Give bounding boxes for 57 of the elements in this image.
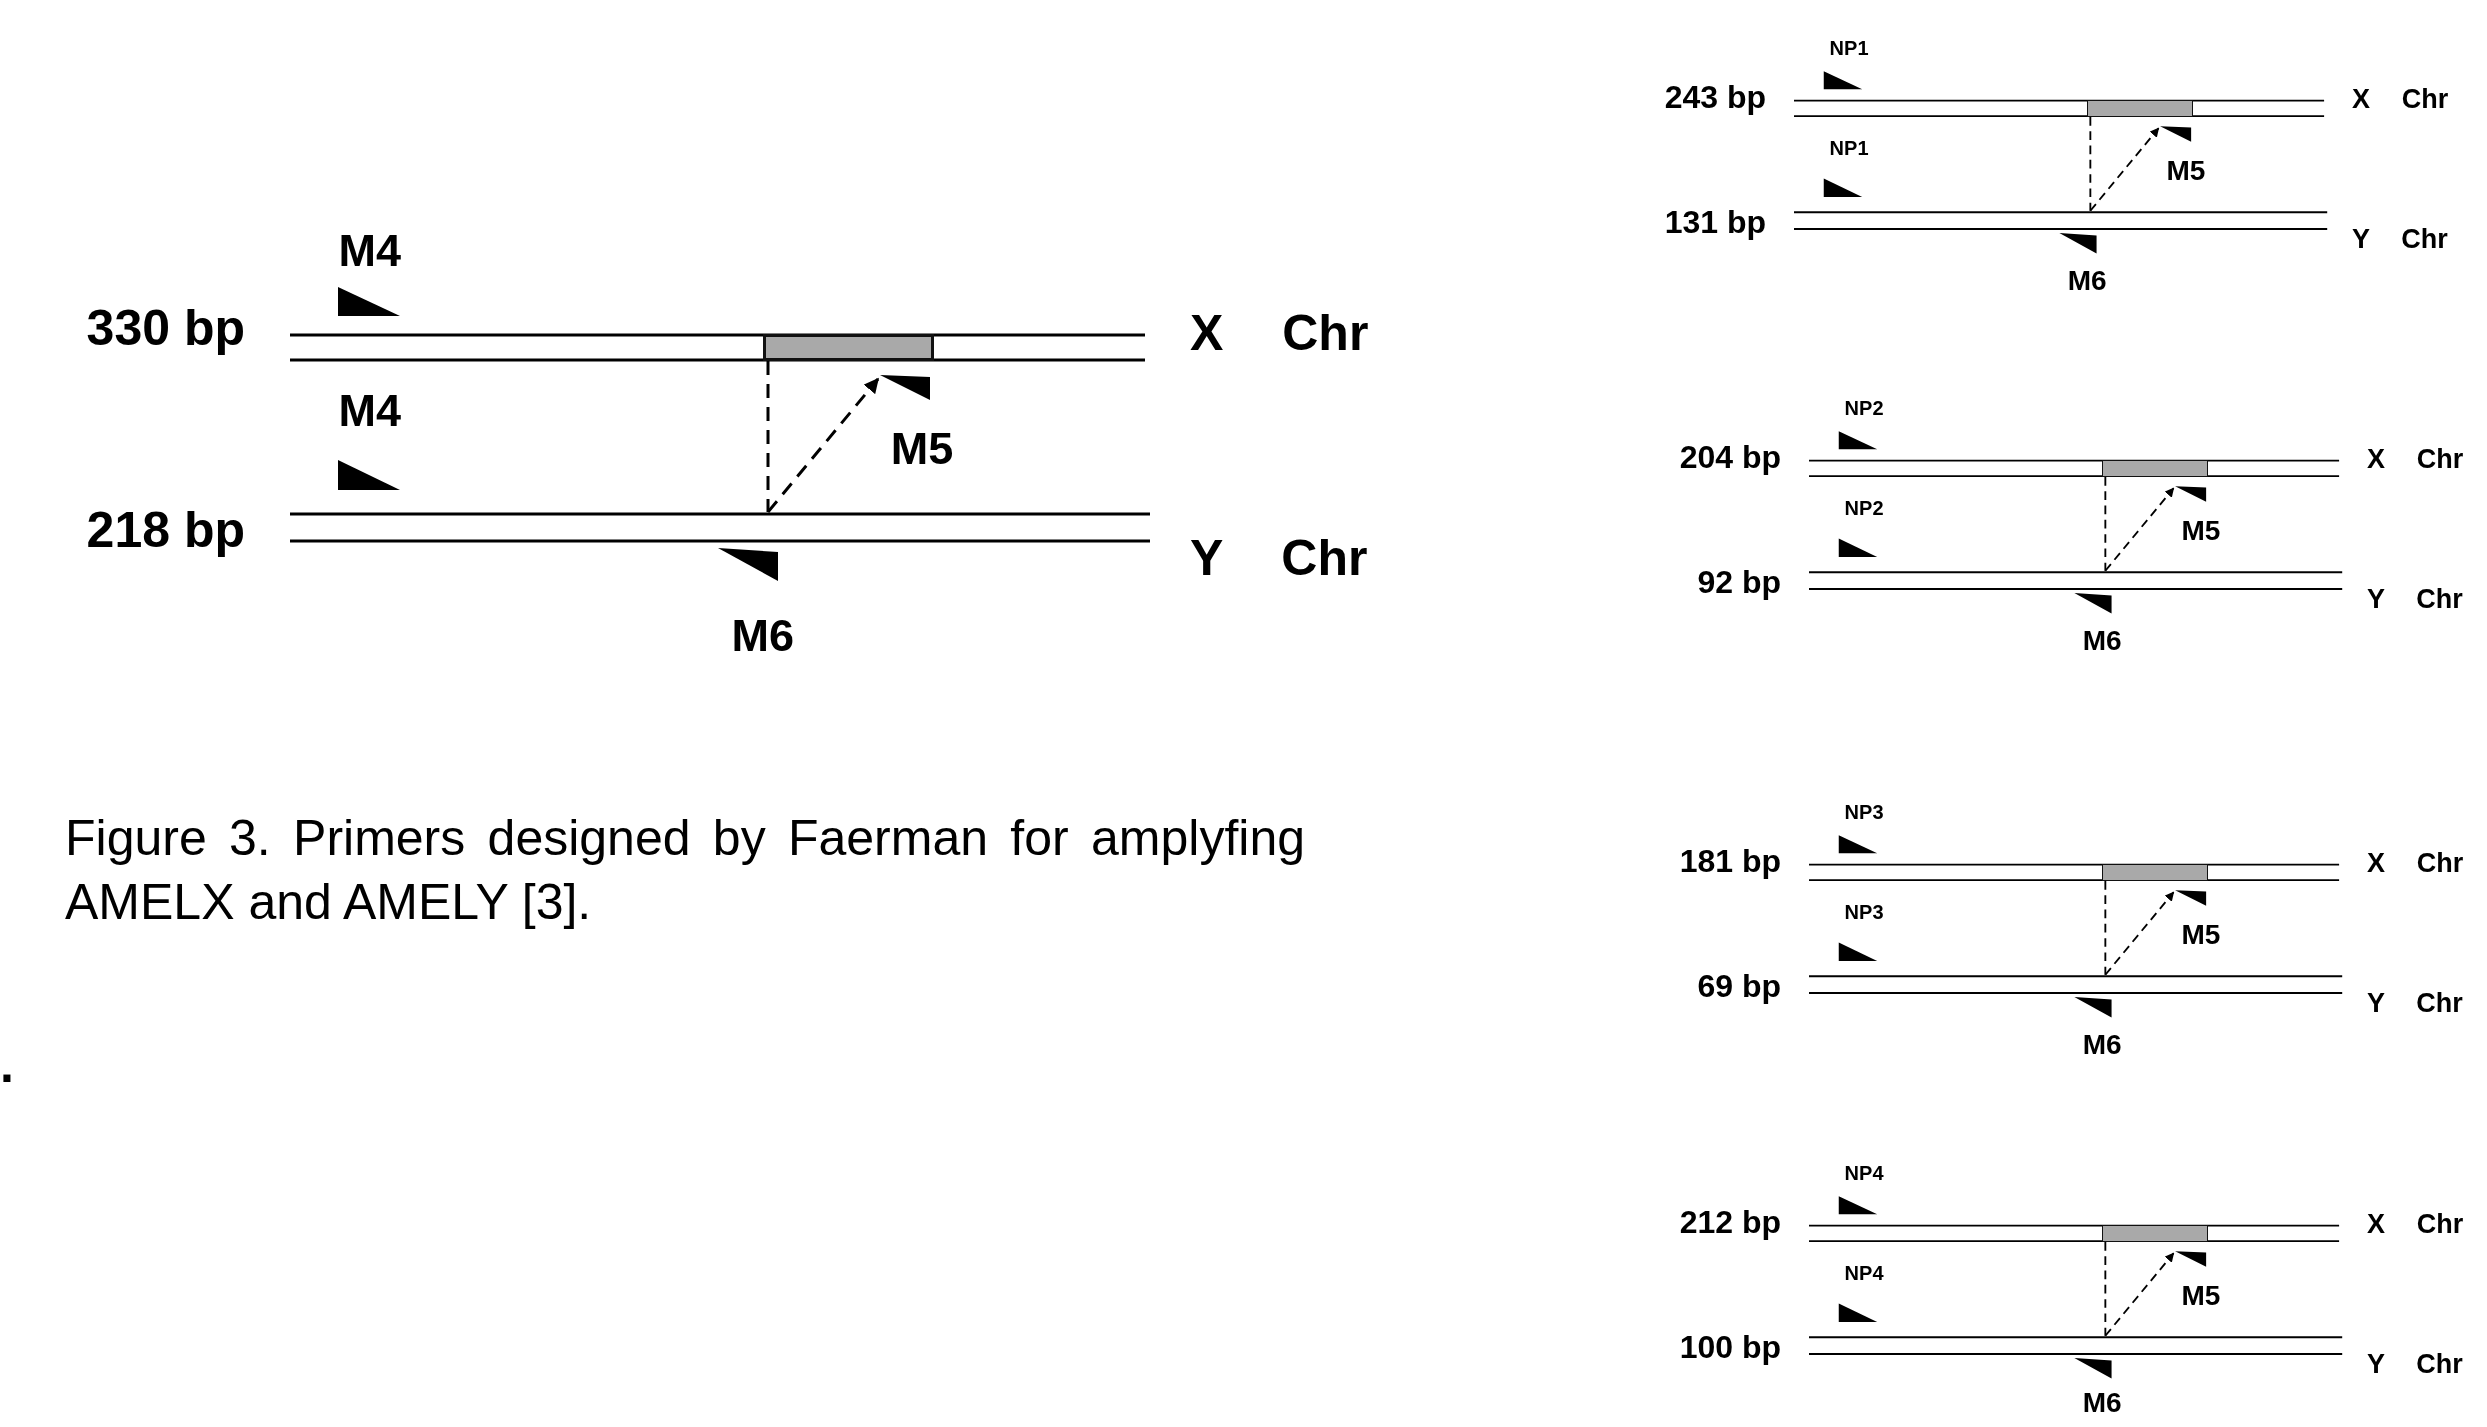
chromosome-label: X Chr [2352,86,2449,114]
chromosome-label: Y Chr [2367,989,2463,1017]
figure-caption: Figure 3. Primers designed by Faerman for amplyfing AMELX and AMELY [3]. [65,809,1305,932]
shaded-region [2102,1225,2209,1243]
primer-label: M5 [2181,517,2221,546]
chromosome-label: Y Chr [2352,225,2448,253]
primer-label: NP1 [1829,137,1869,158]
size-label: 212 bp [1679,1205,1782,1238]
size-label: 181 bp [1679,844,1782,877]
primer-label: M4 [338,387,401,433]
primer-label: M4 [338,227,401,273]
chromosome-label: X Chr [1190,307,1369,358]
primer-label: M5 [890,425,954,471]
dashed-line [2104,1241,2107,1337]
chromosome-label: Y Chr [2367,585,2463,613]
size-label: 204 bp [1679,440,1782,473]
shaded-region [2102,460,2209,478]
primer-label: M6 [731,612,794,658]
primer-label: M6 [2082,626,2122,655]
size-label: 100 bp [1679,1330,1782,1363]
primer-label: NP1 [1829,38,1869,59]
dashed-line [2089,116,2092,212]
shaded-region [2102,864,2209,882]
primer-label: M5 [2166,157,2206,186]
dashed-arrow [766,377,880,513]
chromosome-label: X Chr [2367,446,2464,474]
chromosome-label: X Chr [2367,850,2464,878]
size-label: 218 bp [86,505,245,555]
size-label: 92 bp [1697,565,1782,598]
size-label: 330 bp [86,303,245,353]
primer-label: M5 [2181,921,2221,950]
chromosome-label: Y Chr [1190,532,1368,583]
primer-label: NP3 [1844,901,1884,922]
shaded-region [763,334,934,361]
dashed-line [2104,476,2107,572]
primer-label: M6 [2082,1388,2122,1417]
dashed-arrow [2104,891,2175,976]
stray-mark: . [0,1040,14,1090]
primer-label: M6 [2067,266,2107,295]
dashed-arrow [2089,127,2160,212]
primer-label: M6 [2082,1030,2122,1059]
dashed-line [2104,880,2107,976]
primer-label: NP4 [1844,1262,1884,1283]
dashed-line [766,361,770,512]
dashed-arrow [2104,1252,2175,1337]
primer-label: NP2 [1844,497,1884,518]
primer-label: NP3 [1844,802,1884,823]
chromosome-label: X Chr [2367,1211,2464,1239]
size-label: 243 bp [1664,80,1767,113]
chromosome-label: Y Chr [2367,1350,2463,1378]
primer-label: M5 [2181,1282,2221,1311]
shaded-region [2087,100,2194,118]
size-label: 131 bp [1664,205,1767,238]
primer-label: NP2 [1844,398,1884,419]
primer-label: NP4 [1844,1163,1884,1184]
size-label: 69 bp [1697,969,1782,1002]
dashed-arrow [2104,487,2175,572]
